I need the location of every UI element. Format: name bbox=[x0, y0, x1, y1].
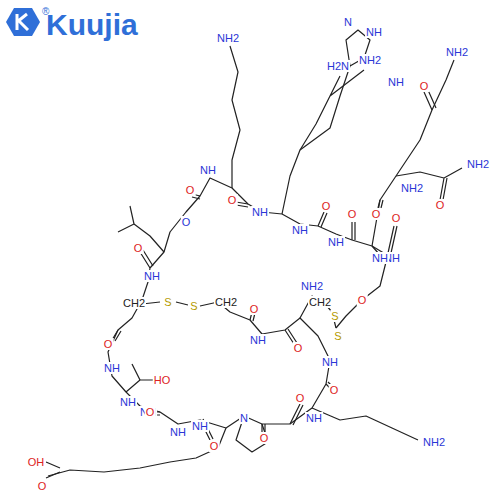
atom-label: H2N bbox=[326, 60, 350, 72]
atom-label: NH bbox=[365, 26, 383, 38]
atom-label: NH2 bbox=[400, 182, 424, 194]
atom-label: NH2 bbox=[358, 54, 382, 66]
atom-label: O bbox=[259, 432, 270, 444]
atom-label: N bbox=[239, 412, 249, 424]
atom-label: O bbox=[347, 208, 358, 220]
atom-label: NH bbox=[291, 224, 309, 236]
atom-label: O bbox=[293, 342, 304, 354]
atom-label: O bbox=[37, 480, 48, 492]
atom-label: NH2 bbox=[445, 46, 469, 58]
atom-label: O bbox=[185, 184, 196, 196]
atom-label: S bbox=[163, 296, 172, 308]
atom-label: O bbox=[391, 212, 402, 224]
atom-label: O bbox=[145, 406, 156, 418]
atom-label: CH2 bbox=[214, 296, 238, 308]
atom-label: O bbox=[133, 242, 144, 254]
atom-label: NH bbox=[387, 76, 405, 88]
atom-label: O bbox=[103, 338, 114, 350]
atom-label: N bbox=[343, 16, 353, 28]
atom-label: O bbox=[295, 392, 306, 404]
atom-label: O bbox=[321, 200, 332, 212]
atom-label: S bbox=[333, 330, 342, 342]
atom-label: S bbox=[330, 310, 339, 322]
atom-label: NH bbox=[103, 362, 121, 374]
atom-label: NH bbox=[143, 270, 161, 282]
atom-label: NH2 bbox=[300, 280, 324, 292]
atom-label: O bbox=[419, 80, 430, 92]
atom-label: NH bbox=[169, 426, 187, 438]
atom-label: O bbox=[357, 294, 368, 306]
atom-label: HO bbox=[153, 374, 172, 386]
atom-label: NH bbox=[327, 236, 345, 248]
atom-label: O bbox=[181, 216, 192, 228]
atom-label: O bbox=[371, 208, 382, 220]
atom-label: NH bbox=[251, 206, 269, 218]
atom-label: O bbox=[329, 384, 340, 396]
atom-label: O bbox=[249, 303, 260, 315]
atom-label: NH bbox=[371, 252, 389, 264]
atom-label: NH bbox=[321, 356, 339, 368]
atom-label: S bbox=[189, 300, 198, 312]
atom-label: OH bbox=[27, 456, 46, 468]
atom-label: NH bbox=[305, 412, 323, 424]
atom-label: NH2 bbox=[422, 436, 446, 448]
atom-label: NH2 bbox=[216, 32, 240, 44]
atom-label: NH bbox=[249, 334, 267, 346]
logo-wordmark: Kuujia bbox=[46, 8, 138, 42]
atom-label: CH2 bbox=[122, 297, 146, 309]
atom-label: NH bbox=[119, 396, 137, 408]
atom-label: NH bbox=[199, 164, 217, 176]
atom-label: CH2 bbox=[308, 296, 332, 308]
atom-label: O bbox=[209, 440, 220, 452]
atom-label: NH2 bbox=[466, 158, 490, 170]
atom-label: O bbox=[435, 199, 446, 211]
atom-label: O bbox=[227, 194, 238, 206]
atom-label: NH bbox=[191, 420, 209, 432]
